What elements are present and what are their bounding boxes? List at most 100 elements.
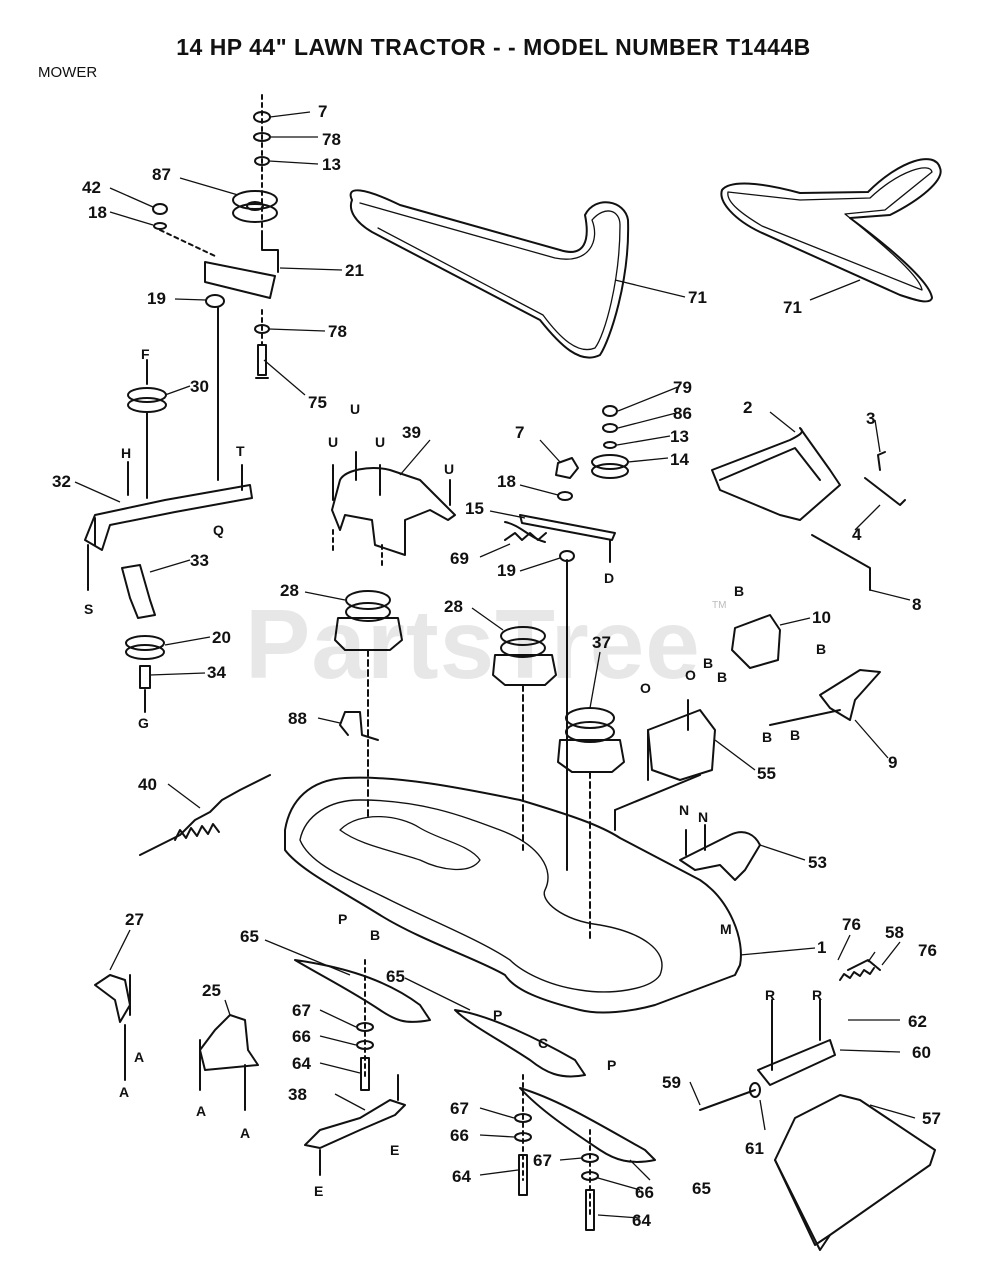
callout-1: 1 [817,938,826,957]
callout-65-right: 65 [692,1179,711,1198]
ref-O-1: O [640,680,651,696]
callout-18-center: 18 [497,472,516,491]
callout-76-left: 76 [842,915,861,934]
callout-79: 79 [673,378,692,397]
ref-Q: Q [213,522,224,538]
callout-64-left: 64 [292,1054,311,1073]
ref-R-2: R [812,987,822,1003]
ref-M: M [720,921,732,937]
ref-P-3: P [607,1057,616,1073]
callout-67-center: 67 [450,1099,469,1118]
callout-13-top: 13 [322,155,341,174]
spindle-left [334,590,403,821]
callout-7-center: 7 [515,423,524,442]
ref-N-2: N [698,809,708,825]
callout-62: 62 [908,1012,927,1031]
callout-88: 88 [288,709,307,728]
callout-19-center: 19 [497,561,516,580]
callout-18-top: 18 [88,203,107,222]
callout-60: 60 [912,1043,931,1062]
callout-10: 10 [812,608,831,627]
callout-67-left: 67 [292,1001,311,1020]
bracket-25 [199,1014,259,1071]
callout-61: 61 [745,1139,764,1158]
watermark-tm: TM [712,600,727,611]
callout-78-lower: 78 [328,322,347,341]
mower-belt-left [349,189,630,359]
callout-59: 59 [662,1073,681,1092]
bracket-60 [757,1039,836,1086]
bracket-53 [679,831,761,881]
callout-3: 3 [866,409,875,428]
callout-14: 14 [670,450,689,469]
ref-B-5: B [762,729,772,745]
part-88 [339,711,379,741]
deflector-57 [774,1094,936,1246]
ref-E-1: E [390,1142,399,1158]
ref-F: F [141,346,150,362]
ref-B-1: B [734,583,744,599]
bracket-9 [819,669,881,721]
spindle-right [557,707,625,941]
ref-C: C [538,1035,548,1051]
callout-57: 57 [922,1109,941,1128]
ref-B-3: B [717,669,727,685]
idler-pulley-assembly [152,94,279,481]
blade-center [454,1009,586,1078]
ref-H: H [121,445,131,461]
callout-19-top: 19 [147,289,166,308]
callout-71-left: 71 [688,288,707,307]
ref-U-left: U [328,434,338,450]
left-bracket-assembly [84,359,253,713]
callout-65-left: 65 [240,927,259,946]
ref-U-mid: U [375,434,385,450]
ref-A-1: A [134,1049,144,1065]
callout-8: 8 [912,595,921,614]
ref-P-1: P [338,911,347,927]
callout-33: 33 [190,551,209,570]
callout-69: 69 [450,549,469,568]
callout-64-center: 64 [452,1167,471,1186]
callout-76-right: 76 [918,941,937,960]
callout-58: 58 [885,923,904,942]
callout-67-right: 67 [533,1151,552,1170]
ref-N-1: N [679,802,689,818]
callout-2: 2 [743,398,752,417]
callout-32: 32 [52,472,71,491]
callout-64-right: 64 [632,1211,651,1230]
ref-A-2: A [119,1084,129,1100]
callout-53: 53 [808,853,827,872]
callout-55: 55 [757,764,776,783]
callout-27: 27 [125,910,144,929]
ref-T: T [236,443,245,459]
mower-belt-right [720,158,942,303]
spindle-center [492,626,557,851]
ref-G: G [138,715,149,731]
callout-42: 42 [82,178,101,197]
blade-right [519,1087,656,1163]
ref-A-3: A [196,1103,206,1119]
callout-38: 38 [288,1085,307,1104]
ref-U-right: U [444,461,454,477]
callout-7-top: 7 [318,102,327,121]
callout-34: 34 [207,663,226,682]
page-title: 14 HP 44" LAWN TRACTOR - - MODEL NUMBER … [176,34,811,60]
callout-66-right: 66 [635,1183,654,1202]
bracket-10 [731,614,781,669]
callout-30: 30 [190,377,209,396]
callout-15: 15 [465,499,484,518]
ref-B-deck: B [370,927,380,943]
bracket-38 [304,1099,406,1149]
callout-40: 40 [138,775,157,794]
ref-P-2: P [493,1007,502,1023]
spring-40 [139,774,271,856]
callout-66-left: 66 [292,1027,311,1046]
ref-B-6: B [790,727,800,743]
section-label: MOWER [38,64,98,81]
callout-28-center: 28 [444,597,463,616]
callout-75: 75 [308,393,327,412]
bracket-55 [647,709,716,781]
ref-R-1: R [765,987,775,1003]
spring-58 [839,967,875,981]
